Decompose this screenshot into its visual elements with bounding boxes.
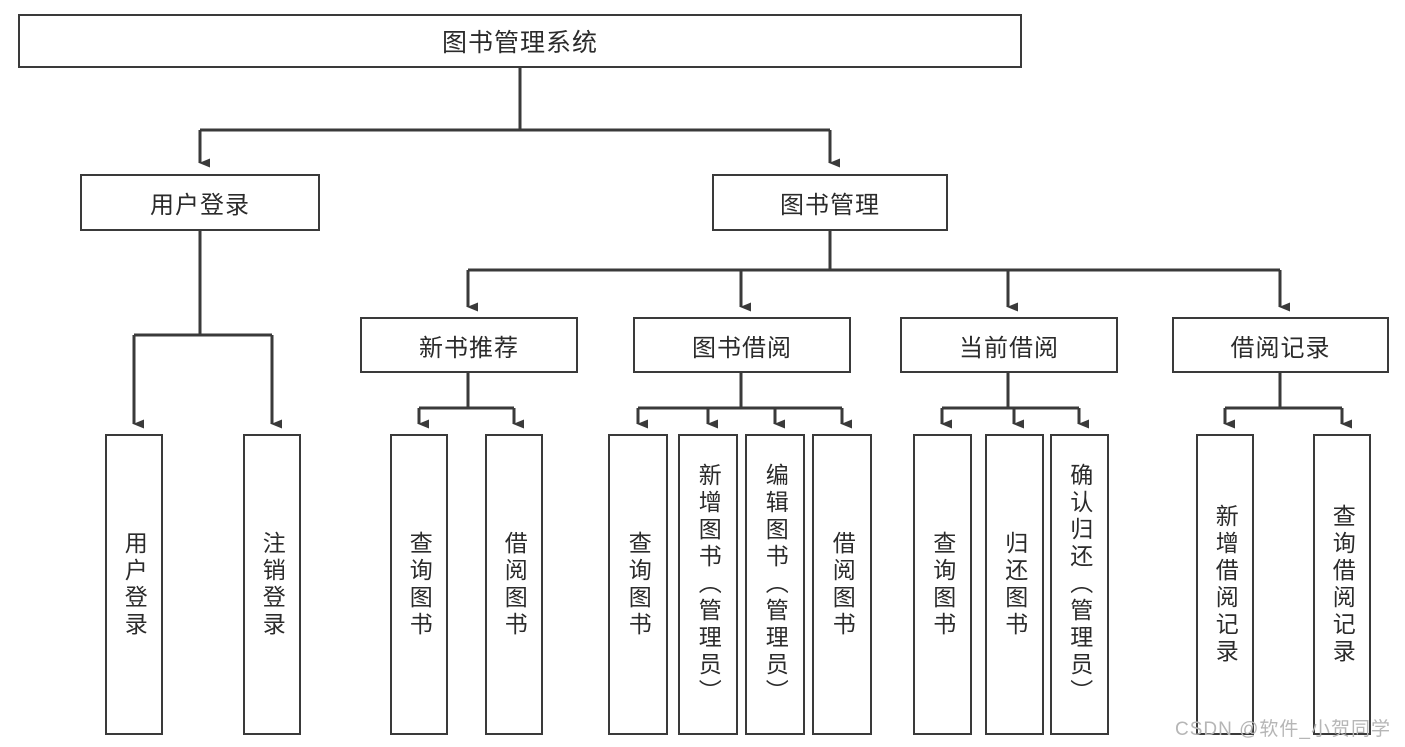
leaf-user-login[interactable]: 用户登录: [105, 434, 163, 735]
node-root-system-label: 图书管理系统: [441, 29, 598, 57]
leaf-add-book-admin-label: 新增图书（管理员）: [695, 463, 722, 706]
leaf-query-book-borrow-label: 查询图书: [625, 530, 652, 639]
leaf-add-borrow-record[interactable]: 新增借阅记录: [1196, 434, 1254, 735]
leaf-add-borrow-record-label: 新增借阅记录: [1212, 503, 1239, 666]
node-book-borrow-label: 图书借阅: [692, 334, 792, 362]
leaf-query-book-newbook-label: 查询图书: [406, 530, 433, 639]
node-user-login-label: 用户登录: [150, 192, 250, 219]
leaf-edit-book-admin[interactable]: 编辑图书（管理员）: [745, 434, 805, 735]
node-current-borrow[interactable]: 当前借阅: [900, 317, 1118, 373]
leaf-user-logout[interactable]: 注销登录: [243, 434, 301, 735]
node-borrow-record-label: 借阅记录: [1230, 334, 1331, 362]
leaf-query-borrow-record[interactable]: 查询借阅记录: [1313, 434, 1371, 735]
leaf-query-book-current[interactable]: 查询图书: [913, 434, 972, 735]
leaf-borrow-book[interactable]: 借阅图书: [812, 434, 872, 735]
leaf-confirm-return-admin[interactable]: 确认归还（管理员）: [1050, 434, 1109, 735]
node-borrow-record[interactable]: 借阅记录: [1172, 317, 1389, 373]
leaf-edit-book-admin-label: 编辑图书（管理员）: [762, 463, 789, 706]
node-book-manage-label: 图书管理: [780, 192, 880, 219]
csdn-watermark: CSDN @软件_小贺同学: [1175, 719, 1391, 740]
leaf-return-book[interactable]: 归还图书: [985, 434, 1044, 735]
leaf-query-book-newbook[interactable]: 查询图书: [390, 434, 448, 735]
leaf-borrow-book-newbook[interactable]: 借阅图书: [485, 434, 543, 735]
leaf-confirm-return-admin-label: 确认归还（管理员）: [1066, 463, 1093, 706]
leaf-add-book-admin[interactable]: 新增图书（管理员）: [678, 434, 738, 735]
node-current-borrow-label: 当前借阅: [959, 334, 1059, 362]
leaf-query-borrow-record-label: 查询借阅记录: [1329, 503, 1356, 666]
leaf-borrow-book-label: 借阅图书: [829, 530, 856, 639]
leaf-query-book-current-label: 查询图书: [929, 530, 956, 639]
leaf-user-logout-label: 注销登录: [259, 530, 286, 639]
leaf-user-login-label: 用户登录: [121, 530, 148, 639]
leaf-borrow-book-newbook-label: 借阅图书: [501, 530, 528, 639]
node-book-borrow[interactable]: 图书借阅: [633, 317, 851, 373]
node-root-system[interactable]: 图书管理系统: [18, 14, 1022, 68]
node-user-login[interactable]: 用户登录: [80, 174, 320, 231]
leaf-return-book-label: 归还图书: [1001, 530, 1028, 639]
node-book-manage[interactable]: 图书管理: [712, 174, 948, 231]
node-new-book-recommend[interactable]: 新书推荐: [360, 317, 578, 373]
leaf-query-book-borrow[interactable]: 查询图书: [608, 434, 668, 735]
node-new-book-recommend-label: 新书推荐: [419, 334, 519, 362]
